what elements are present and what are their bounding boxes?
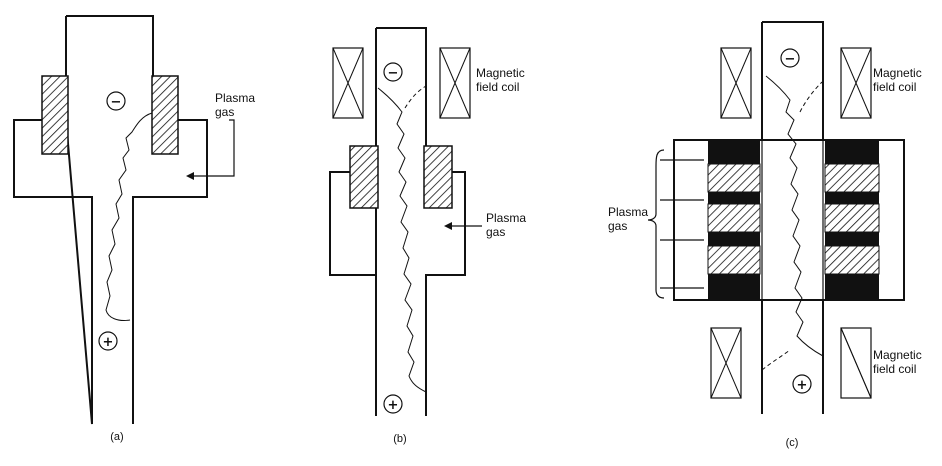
magnetic-coil-bottom-left	[710, 327, 742, 399]
electrode-block-left	[41, 75, 69, 155]
cathode-icon	[780, 48, 800, 68]
electrode-housing	[673, 139, 905, 301]
magnetic-coil-right	[439, 47, 471, 119]
gas-inlet-lines	[647, 149, 704, 299]
panel-c: − + Magnetic field coil Magnetic field c…	[608, 21, 922, 449]
plasma-gas-label-line1: Plasma	[608, 205, 648, 219]
electrode-stack-right	[824, 140, 880, 300]
magnetic-coil-left	[332, 47, 364, 119]
magnetic-coil-label-line1: Magnetic	[476, 66, 525, 80]
top-coil-label-line2: field coil	[873, 80, 916, 94]
cathode-icon	[106, 91, 126, 111]
anode-icon	[383, 394, 403, 414]
caption-a: (a)	[110, 431, 123, 443]
bottom-coil-label-line1: Magnetic	[873, 348, 922, 362]
cathode-symbol: −	[785, 52, 796, 67]
electrode-block-right	[151, 75, 179, 155]
cathode-symbol: −	[388, 66, 399, 81]
electrode-block-left	[349, 145, 379, 209]
plasma-gas-arrow	[192, 119, 235, 177]
magnetic-coil-bottom-right	[840, 327, 872, 399]
top-coil-label-line1: Magnetic	[873, 66, 922, 80]
cathode-icon	[383, 62, 403, 82]
plasma-gas-label-line2: gas	[215, 105, 234, 119]
panel-b: − + Magnetic field coil Plasma gas (b)	[329, 27, 526, 445]
torch-body-outline	[761, 21, 824, 414]
caption-b: (b)	[393, 433, 406, 445]
anode-symbol: +	[797, 378, 808, 393]
magnetic-coil-top-left	[720, 47, 752, 119]
panel-a: − + Plasma gas (a)	[13, 15, 255, 443]
magnetic-coil-label-line2: field coil	[476, 80, 519, 94]
anode-symbol: +	[388, 398, 399, 413]
electrode-stack-left	[707, 140, 761, 300]
magnetic-coil-top-right	[840, 47, 872, 119]
plasma-gas-label-line1: Plasma	[215, 91, 255, 105]
bottom-coil-label-line2: field coil	[873, 362, 916, 376]
plasma-arc	[765, 75, 824, 357]
caption-c: (c)	[786, 437, 799, 449]
electrode-block-right	[423, 145, 453, 209]
anode-icon	[792, 374, 812, 394]
anode-icon	[98, 331, 118, 351]
anode-symbol: +	[103, 335, 114, 350]
plasma-arc	[105, 112, 153, 321]
torch-body-outline	[13, 15, 208, 425]
plasma-gas-label-line2: gas	[608, 219, 627, 233]
torch-body-outline	[329, 27, 466, 416]
cathode-symbol: −	[111, 95, 122, 110]
plasma-gas-label-line1: Plasma	[486, 211, 526, 225]
plasma-arc	[377, 87, 427, 393]
plasma-gas-label-line2: gas	[486, 225, 505, 239]
